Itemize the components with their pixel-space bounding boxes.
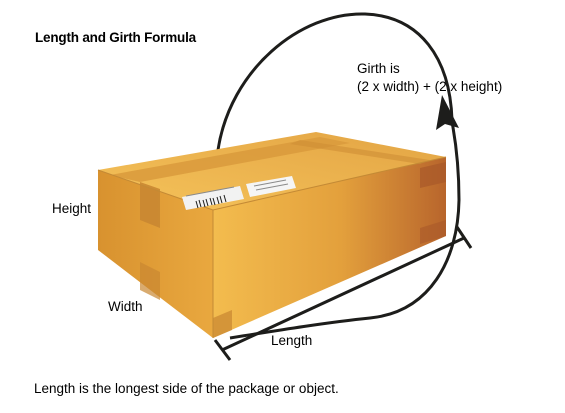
box-tape-corner-right [420, 162, 446, 188]
box-front-face [213, 157, 446, 338]
length-label: Length [271, 333, 312, 348]
girth-arrowhead-icon [436, 95, 459, 130]
girth-label-line2: (2 x width) + (2 x height) [357, 79, 502, 94]
caption: Length is the longest side of the packag… [34, 381, 339, 396]
box-tape-end [140, 182, 160, 228]
girth-arc-back [216, 12, 454, 151]
length-dimension-line [213, 226, 473, 361]
box-tape-top-2 [290, 140, 430, 164]
label-right [246, 176, 296, 197]
shipping-label [182, 176, 296, 210]
girth-arc-front [229, 111, 461, 340]
label-text-lines [185, 179, 289, 197]
box-tape-top [110, 137, 350, 182]
height-label: Height [52, 201, 91, 216]
package-box [97, 132, 447, 338]
diagram-title: Length and Girth Formula [35, 30, 197, 45]
box-end-face [98, 170, 213, 338]
box-tape-corner-bottom-right [420, 220, 446, 244]
box-tape-corner-left [213, 310, 232, 338]
box-tape-end-lower [140, 262, 160, 300]
width-label: Width [108, 299, 143, 314]
barcode-icon [195, 194, 227, 209]
girth-label-line1: Girth is [357, 61, 400, 76]
